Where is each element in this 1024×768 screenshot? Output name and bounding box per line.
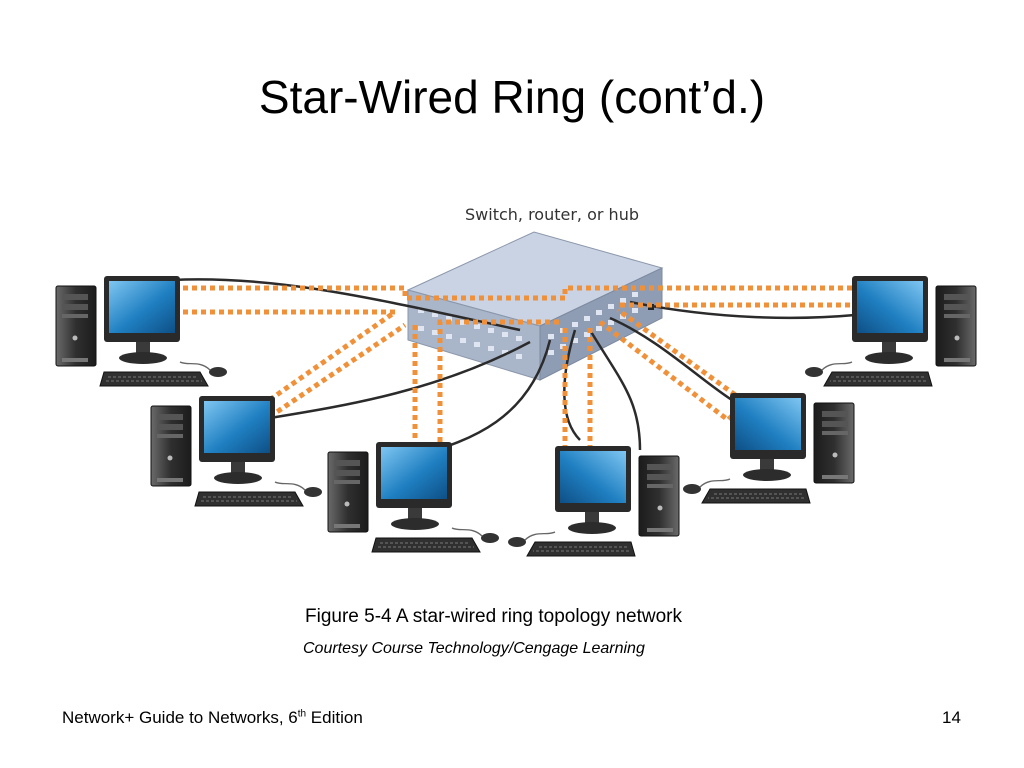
computer-1-left-top [55, 275, 228, 387]
footer-text: Network+ Guide to Networks, 6th Edition [62, 708, 363, 727]
computer-3-center-left [327, 441, 500, 553]
slide-title: Star-Wired Ring (cont’d.) [258, 71, 766, 123]
hub-label: Switch, router, or hub [465, 205, 639, 224]
computer-4-center-right [507, 445, 680, 557]
figure-caption: Figure 5-4 A star-wired ring topology ne… [305, 606, 683, 627]
computer-5-right-middle [682, 392, 855, 504]
cables [171, 278, 856, 457]
figure-credit: Courtesy Course Technology/Cengage Learn… [303, 640, 645, 657]
computer-6-right-top [804, 275, 977, 387]
slide-number: 14 [942, 708, 961, 727]
